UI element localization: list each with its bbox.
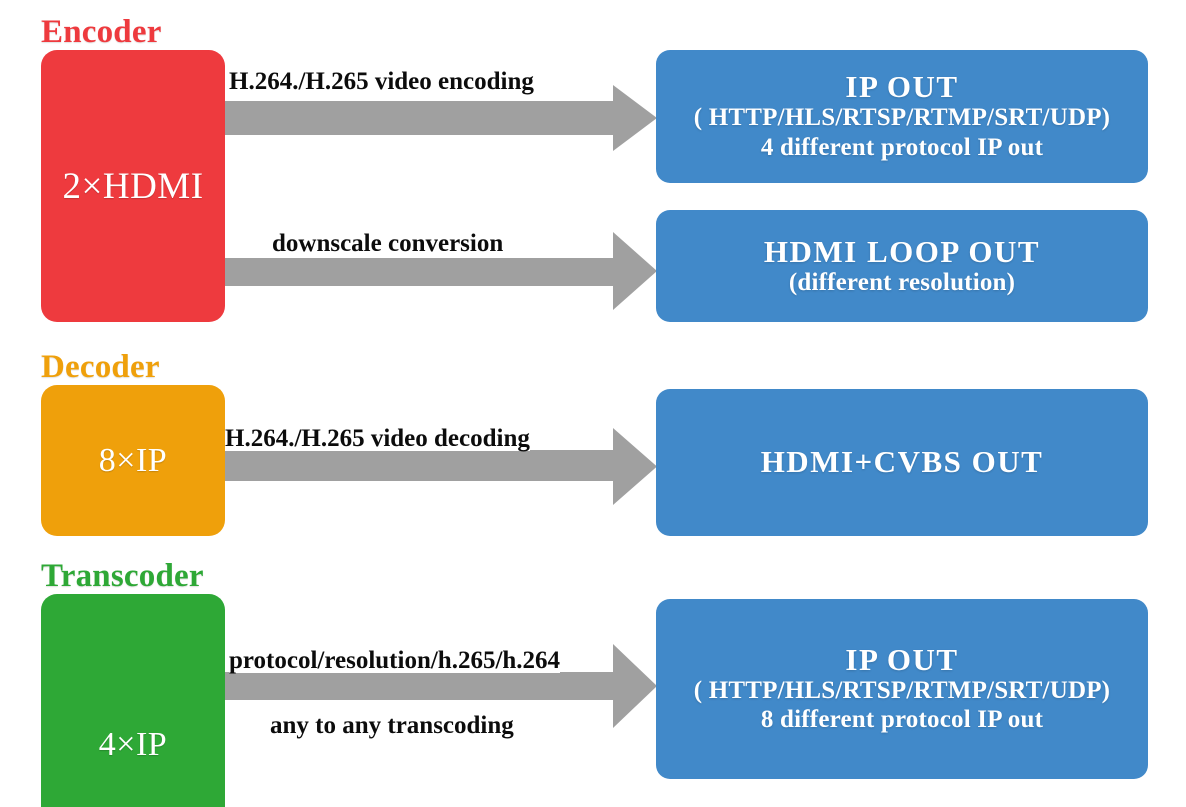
dest-box-ip-out-encoder-line2: ( HTTP/HLS/RTSP/RTMP/SRT/UDP) xyxy=(693,104,1111,132)
flow-arrow-downscale xyxy=(225,232,657,310)
dest-box-ip-out-transcoder: IP OUT ( HTTP/HLS/RTSP/RTMP/SRT/UDP) 8 d… xyxy=(656,599,1148,779)
source-box-encoder: 2×HDMI xyxy=(41,50,225,322)
source-box-transcoder-label: 4×IP xyxy=(98,725,168,763)
flow-caption-transcoding-bottom: any to any transcoding xyxy=(270,712,514,739)
dest-box-hdmi-loop-out-line2: (different resolution) xyxy=(788,268,1016,296)
dest-box-hdmi-cvbs-out-line1: HDMI+CVBS OUT xyxy=(760,444,1044,480)
dest-box-ip-out-transcoder-line3: 8 different protocol IP out xyxy=(760,706,1044,734)
source-box-transcoder: 4×IP xyxy=(41,594,225,807)
dest-box-hdmi-cvbs-out: HDMI+CVBS OUT xyxy=(656,389,1148,536)
source-box-decoder-label: 8×IP xyxy=(98,441,168,479)
flow-caption-downscale: downscale conversion xyxy=(272,230,504,257)
dest-box-hdmi-loop-out-line1: HDMI LOOP OUT xyxy=(763,233,1041,269)
dest-box-ip-out-transcoder-line1: IP OUT xyxy=(845,641,959,677)
flow-arrow-encoding xyxy=(225,85,657,151)
source-box-encoder-label: 2×HDMI xyxy=(62,165,204,207)
dest-box-hdmi-loop-out: HDMI LOOP OUT (different resolution) xyxy=(656,210,1148,322)
flow-arrow-decoding xyxy=(225,428,657,505)
dest-box-ip-out-encoder-line1: IP OUT xyxy=(845,69,959,105)
source-box-decoder: 8×IP xyxy=(41,385,225,536)
group-label-decoder: Decoder xyxy=(41,349,160,385)
dest-box-ip-out-encoder-line3: 4 different protocol IP out xyxy=(760,133,1044,161)
flow-caption-encoding: H.264./H.265 video encoding xyxy=(229,68,534,95)
dest-box-ip-out-transcoder-line2: ( HTTP/HLS/RTSP/RTMP/SRT/UDP) xyxy=(693,676,1111,704)
group-label-encoder: Encoder xyxy=(41,14,162,50)
flow-arrow-transcoding xyxy=(225,644,657,728)
group-label-transcoder: Transcoder xyxy=(41,558,204,594)
flow-caption-transcoding-top: protocol/resolution/h.265/h.264 xyxy=(229,647,561,674)
dest-box-ip-out-encoder: IP OUT ( HTTP/HLS/RTSP/RTMP/SRT/UDP) 4 d… xyxy=(656,50,1148,183)
flow-caption-decoding: H.264./H.265 video decoding xyxy=(225,425,530,452)
